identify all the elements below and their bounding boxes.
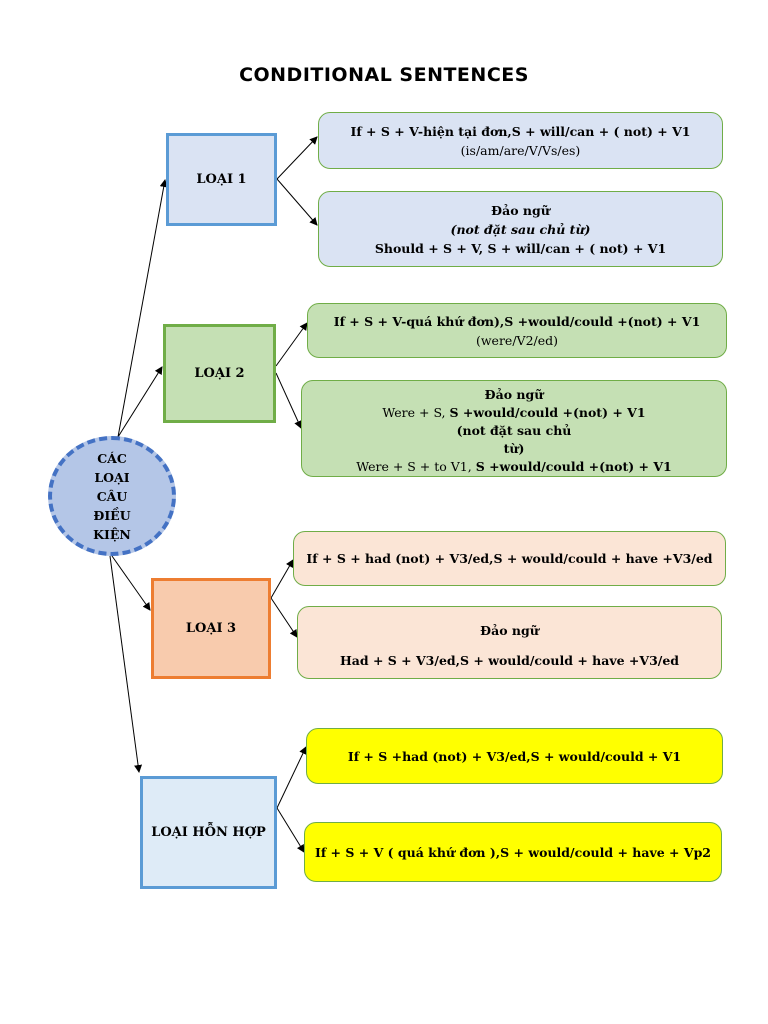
- inversion-heading: Đảo ngữ: [480, 622, 539, 638]
- arrow-mixed-to-formula-b: [276, 807, 305, 853]
- center-label-line: LOẠI: [94, 469, 130, 485]
- formula-text: Had + S + V3/ed,S + would/could + have +…: [339, 653, 680, 669]
- inversion-note: (not đặt sau chủ: [456, 422, 572, 438]
- arrow-type2-to-formula-b: [275, 372, 302, 429]
- arrow-center-to-type1: [117, 179, 168, 438]
- formula-text: Were + S + to V1, S +would/could +(not) …: [356, 458, 672, 476]
- inversion-heading: Đảo ngữ: [484, 386, 544, 402]
- inversion-note: từ): [503, 440, 525, 456]
- arrow-type1-to-formula-a: [276, 136, 318, 180]
- page-title: CONDITIONAL SENTENCES: [239, 64, 529, 86]
- type-label: LOẠI 2: [194, 366, 245, 381]
- arrow-center-to-type2: [117, 366, 163, 438]
- center-label-line: KIỆN: [93, 526, 131, 542]
- formula-box-mixed-2: If + S + V ( quá khứ đơn ),S + would/cou…: [304, 822, 722, 882]
- type-label: LOẠI 3: [185, 621, 237, 636]
- inversion-note: (not đặt sau chủ từ): [450, 221, 591, 237]
- formula-text-part: S +would/could +(not) + V1: [449, 404, 646, 420]
- formula-box-type1-inversion: Đảo ngữ (not đặt sau chủ từ) Should + S …: [318, 191, 723, 267]
- formula-text: If + S +had (not) + V3/ed,S + would/coul…: [347, 748, 682, 764]
- arrow-center-to-mixed: [109, 555, 143, 773]
- formula-text: If + S + V ( quá khứ đơn ),S + would/cou…: [314, 844, 712, 860]
- formula-text: Should + S + V, S + will/can + ( not) + …: [374, 240, 667, 256]
- formula-text-part: Were + S,: [382, 404, 450, 420]
- arrow-type2-to-formula-a: [275, 322, 308, 367]
- center-node: CÁC LOẠI CÂU ĐIỀU KIỆN: [48, 436, 176, 556]
- center-label-line: ĐIỀU: [93, 507, 131, 523]
- formula-box-type2-inversion: Đảo ngữ Were + S, S +would/could +(not) …: [301, 380, 727, 477]
- type-box-1: LOẠI 1: [166, 133, 277, 226]
- formula-text: If + S + V-quá khứ đơn),S +would/could +…: [333, 313, 701, 329]
- type-box-mixed: LOẠI HỖN HỢP: [140, 776, 277, 889]
- formula-text: Were + S, S +would/could +(not) + V1: [382, 404, 645, 422]
- formula-note: (were/V2/ed): [475, 332, 559, 348]
- inversion-heading: Đảo ngữ: [491, 202, 550, 218]
- center-label-line: CÂU: [96, 488, 128, 504]
- formula-text-part: Were + S + to V1,: [356, 458, 476, 474]
- type-label: LOẠI 1: [196, 172, 247, 187]
- arrow-center-to-type3: [111, 555, 151, 611]
- formula-text-part: S +would/could +(not) + V1: [475, 458, 672, 474]
- arrow-type3-to-formula-b: [270, 597, 298, 638]
- formula-box-mixed-1: If + S +had (not) + V3/ed,S + would/coul…: [306, 728, 723, 784]
- type-box-2: LOẠI 2: [163, 324, 276, 423]
- formula-box-type1-if: If + S + V-hiện tại đơn,S + will/can + (…: [318, 112, 723, 169]
- formula-text: If + S + had (not) + V3/ed,S + would/cou…: [306, 551, 713, 566]
- arrow-mixed-to-formula-a: [276, 746, 307, 809]
- arrow-type1-to-formula-b: [276, 178, 318, 226]
- formula-box-type3-if: If + S + had (not) + V3/ed,S + would/cou…: [293, 531, 726, 586]
- arrow-type3-to-formula-a: [270, 559, 294, 599]
- type-box-3: LOẠI 3: [151, 578, 271, 679]
- formula-box-type3-inversion: Đảo ngữ Had + S + V3/ed,S + would/could …: [297, 606, 722, 679]
- formula-text: If + S + V-hiện tại đơn,S + will/can + (…: [350, 123, 691, 139]
- formula-box-type2-if: If + S + V-quá khứ đơn),S +would/could +…: [307, 303, 727, 358]
- center-label-line: CÁC: [97, 450, 127, 466]
- formula-note: (is/am/are/V/Vs/es): [460, 142, 581, 158]
- type-label: LOẠI HỖN HỢP: [151, 825, 266, 840]
